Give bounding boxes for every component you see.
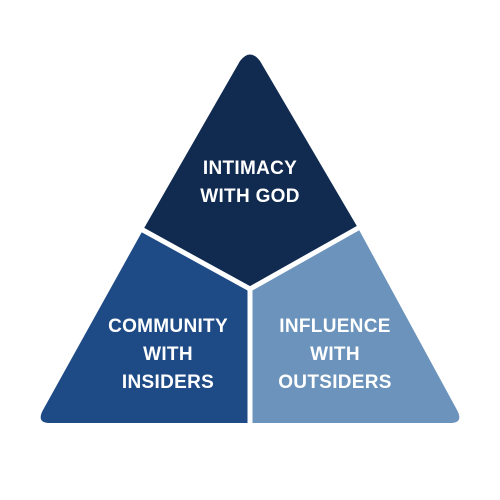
label-influence-with-outsiders: INFLUENCE WITH OUTSIDERS bbox=[245, 313, 425, 397]
label-community-with-insiders: COMMUNITY WITH INSIDERS bbox=[78, 313, 258, 397]
segment-influence-with-outsiders bbox=[250, 228, 460, 423]
label-top-line-2: WITH GOD bbox=[200, 186, 300, 207]
segment-intimacy-with-god bbox=[143, 54, 358, 289]
label-right-line-3: OUTSIDERS bbox=[278, 372, 392, 393]
label-left-line-2: WITH bbox=[143, 344, 193, 365]
label-left-line-3: INSIDERS bbox=[121, 372, 215, 393]
label-top-line-1: INTIMACY bbox=[202, 158, 298, 179]
label-intimacy-with-god: INTIMACY WITH GOD bbox=[150, 155, 350, 211]
label-right-line-2: WITH bbox=[310, 344, 360, 365]
segment-community-with-insiders bbox=[40, 230, 251, 423]
label-left-line-1: COMMUNITY bbox=[108, 316, 228, 337]
label-right-line-1: INFLUENCE bbox=[279, 316, 391, 337]
